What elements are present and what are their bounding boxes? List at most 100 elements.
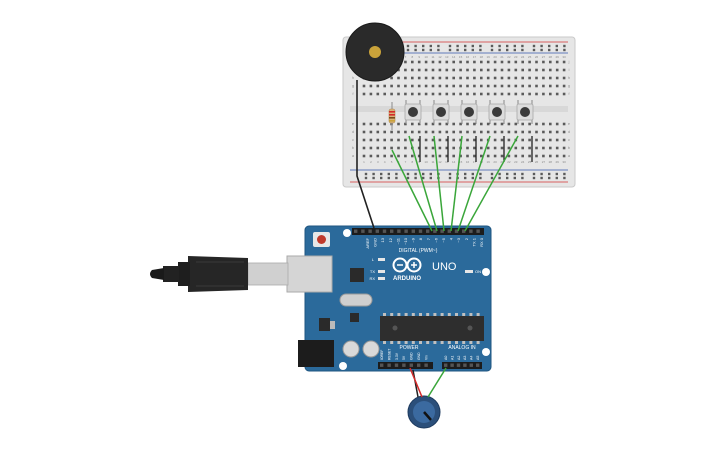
breadboard-hole	[542, 92, 545, 96]
wire-pot-gnd[interactable]	[412, 369, 419, 398]
digital-header-holes	[354, 229, 480, 233]
potentiometer[interactable]	[407, 395, 441, 429]
breadboard-hole	[507, 60, 511, 64]
rail-hole	[406, 48, 410, 52]
piezo-buzzer[interactable]	[345, 22, 405, 100]
breadboard-hole	[452, 154, 455, 158]
rail-hole	[540, 48, 543, 52]
row-letter-right: g	[568, 84, 570, 88]
column-number-bottom: 11	[431, 160, 434, 164]
breadboard-hole	[383, 154, 386, 158]
breadboard-hole	[507, 146, 511, 150]
wire-button-4[interactable]	[457, 135, 491, 232]
breadboard-hole	[542, 138, 545, 142]
brand-label: ARDUINO	[393, 276, 421, 282]
pushbutton-4[interactable]	[488, 100, 506, 162]
header-pin	[463, 363, 467, 367]
pushbutton-1[interactable]	[404, 100, 422, 162]
rail-hole	[395, 172, 398, 176]
column-number-bottom: 7	[405, 160, 407, 164]
rail-hole	[498, 44, 501, 48]
rail-hole	[498, 176, 501, 180]
rail-hole	[506, 176, 509, 180]
breadboard-hole	[369, 154, 373, 158]
breadboard-hole	[438, 154, 442, 158]
breadboard-hole	[424, 76, 428, 80]
header-pin	[402, 363, 406, 367]
breadboard-hole	[445, 122, 449, 126]
breadboard-hole	[417, 122, 421, 126]
breadboard-hole	[445, 68, 449, 72]
pushbutton-cap	[408, 107, 418, 117]
wire-pot-signal[interactable]	[427, 367, 447, 398]
breadboard-hole	[486, 84, 490, 88]
breadboard-hole	[521, 122, 524, 126]
rail-hole	[471, 172, 474, 176]
column-number-bottom: 25	[528, 160, 532, 164]
rail-hole	[498, 48, 501, 52]
pushbutton-5[interactable]	[516, 100, 534, 162]
wire-buzzer-signal[interactable]	[391, 149, 433, 232]
breadboard[interactable]: 1122334455667788991010111112121313141415…	[342, 36, 576, 188]
digital-pin-label: ~10	[403, 237, 408, 245]
breadboard-hole	[480, 122, 483, 126]
column-number-bottom: 2	[370, 160, 372, 164]
breadboard-hole	[424, 122, 428, 126]
column-number-bottom: 26	[535, 160, 539, 164]
breadboard-hole	[397, 76, 400, 80]
power-pin-label: IOREF	[380, 350, 384, 360]
breadboard-hole	[390, 84, 393, 88]
breadboard-hole	[445, 76, 449, 80]
header-pin	[390, 229, 394, 233]
breadboard-hole	[535, 130, 538, 134]
wire-button-3[interactable]	[450, 135, 463, 232]
breadboard-hole	[424, 92, 428, 96]
column-number-top: 9	[418, 55, 420, 59]
wire-gnd[interactable]	[356, 100, 375, 229]
breadboard-hole	[390, 146, 393, 150]
rail-hole	[422, 172, 425, 176]
header-pin	[380, 363, 384, 367]
breadboard-hole	[500, 68, 504, 72]
breadboard-hole	[555, 76, 559, 80]
column-number-top: 30	[562, 55, 566, 59]
rail-hole	[563, 172, 566, 176]
breadboard-hole	[404, 92, 407, 96]
breadboard-hole	[562, 122, 566, 126]
breadboard-hole	[528, 122, 531, 126]
rail-hole	[555, 44, 558, 48]
breadboard-hole	[376, 146, 380, 150]
wire-button-1[interactable]	[408, 135, 438, 232]
column-number-top: 11	[431, 55, 434, 59]
pushbutton-2[interactable]	[432, 100, 450, 162]
column-number-top: 12	[438, 55, 442, 59]
chip-leg	[469, 313, 473, 316]
breadboard-hole	[376, 84, 380, 88]
rail-hole	[387, 176, 390, 180]
power-pin-label: GND	[410, 352, 414, 360]
digital-pin-label: RX 0	[479, 237, 484, 247]
wire-button-2[interactable]	[433, 135, 445, 232]
breadboard-hole	[431, 60, 435, 64]
usb-cable[interactable]	[150, 256, 289, 292]
header-pin	[469, 229, 473, 233]
breadboard-hole	[369, 130, 373, 134]
pushbutton-3[interactable]	[460, 100, 478, 162]
breadboard-hole	[493, 146, 497, 150]
header-pin	[417, 363, 421, 367]
breadboard-hole	[383, 92, 386, 96]
wire-pot-vcc[interactable]	[409, 367, 423, 398]
rail-hole	[479, 44, 482, 48]
rail-hole	[372, 172, 375, 176]
rail-hole	[464, 176, 467, 180]
rail-hole	[380, 172, 383, 176]
breadboard-hole	[528, 76, 531, 80]
breadboard-hole	[562, 68, 566, 72]
chip-leg	[383, 341, 386, 344]
wire-button-5[interactable]	[464, 135, 519, 232]
breadboard-hole	[417, 92, 421, 96]
resistor[interactable]	[388, 102, 396, 130]
column-number-top: 27	[542, 55, 546, 59]
analog-pin-label: A5	[476, 356, 480, 360]
